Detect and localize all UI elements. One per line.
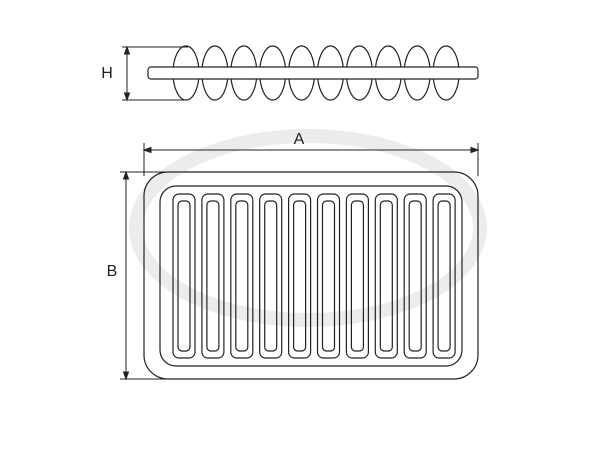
top-pleat-outer xyxy=(259,193,283,359)
dimension-b-label: B xyxy=(107,263,118,280)
top-pleat xyxy=(259,193,283,359)
top-pleat xyxy=(201,193,225,359)
top-pleat-inner xyxy=(293,200,307,352)
top-pleat-outer xyxy=(345,193,369,359)
top-pleat-inner xyxy=(437,200,451,352)
top-pleat xyxy=(345,193,369,359)
top-pleat-inner xyxy=(321,200,336,352)
top-pleat xyxy=(374,193,398,359)
top-pleat xyxy=(172,193,196,359)
top-pleat-outer xyxy=(288,193,312,359)
watermark-logo xyxy=(129,129,487,327)
side-view-frame xyxy=(147,66,479,80)
top-pleat-outer xyxy=(374,193,398,359)
top-pleat-inner xyxy=(350,200,364,352)
top-pleat-inner xyxy=(177,200,191,352)
top-pleat-outer xyxy=(316,193,341,359)
dimension-h-label: H xyxy=(101,65,113,82)
top-view xyxy=(143,171,479,380)
top-pleat-outer xyxy=(201,193,225,359)
side-view xyxy=(147,45,479,101)
top-pleat-outer xyxy=(172,193,196,359)
top-pleat-inner xyxy=(206,200,220,352)
top-pleat-inner xyxy=(379,200,393,352)
top-pleat xyxy=(230,193,254,359)
top-pleat-inner xyxy=(264,200,278,352)
dimension-a-label: A xyxy=(294,131,305,148)
top-pleat xyxy=(316,193,341,359)
top-pleat-outer xyxy=(403,193,427,359)
top-pleat-outer xyxy=(432,193,456,359)
dimension-h xyxy=(122,45,188,102)
top-view-outer-frame xyxy=(143,171,479,380)
top-view-pleats xyxy=(172,193,456,359)
top-pleat-inner xyxy=(408,200,422,352)
top-pleat xyxy=(432,193,456,359)
dimension-a xyxy=(142,143,480,176)
dimension-b xyxy=(120,170,170,381)
top-pleat xyxy=(403,193,427,359)
top-pleat-outer xyxy=(230,193,254,359)
top-view-inner-frame xyxy=(159,185,463,367)
top-pleat xyxy=(288,193,312,359)
top-pleat-inner xyxy=(235,200,249,352)
